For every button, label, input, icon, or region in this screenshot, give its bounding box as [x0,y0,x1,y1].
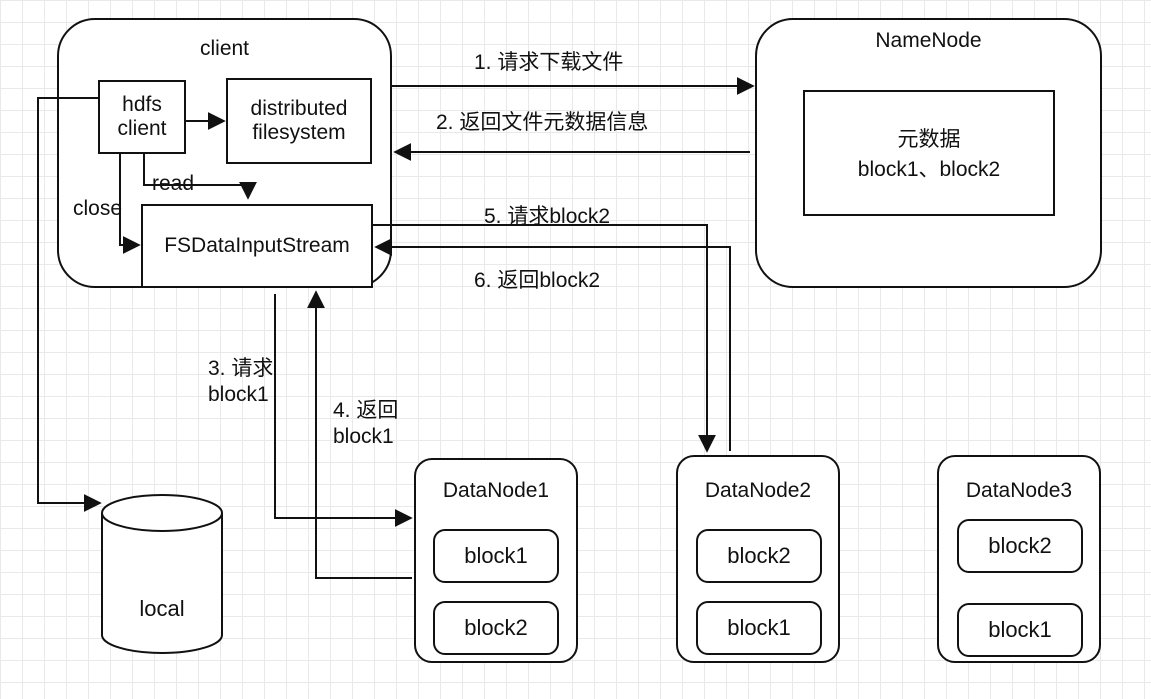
step6-label: 6. 返回block2 [474,269,601,292]
arrow-to-local [37,97,102,512]
local-label: local [139,596,185,621]
hdfs-client-label: hdfs client [117,93,167,140]
distributed-filesystem-box[interactable]: distributed filesystem [226,78,372,164]
datanode2-block-b[interactable]: block1 [696,601,822,655]
step2-label: 2. 返回文件元数据信息 [436,111,649,134]
step4-label: 4. 返回 block1 [333,399,399,449]
datanode2-block-a[interactable]: block2 [696,529,822,583]
datanode1-block-b-label: block2 [464,615,528,640]
datanode1-block-b[interactable]: block2 [433,601,559,655]
arrow-close [119,154,141,254]
fsdatainputstream-box[interactable]: FSDataInputStream [141,204,373,288]
datanode2-block-b-label: block1 [727,615,791,640]
datanode3-block-b[interactable]: block1 [957,603,1083,657]
step5-label: 5. 请求block2 [484,205,611,228]
datanode3-block-a[interactable]: block2 [957,519,1083,573]
arrow-request-block1 [274,294,413,527]
arrow-return-block2 [374,238,731,451]
datanode1-title: DataNode1 [442,479,550,502]
metadata-box[interactable]: 元数据 block1、block2 [803,90,1055,216]
namenode-title: NameNode [875,29,982,52]
datanode3-block-a-label: block2 [988,533,1052,558]
datanode3-block-b-label: block1 [988,617,1052,642]
datanode1-block-a-label: block1 [464,543,528,568]
datanode2-block-a-label: block2 [727,543,791,568]
fsdatainputstream-label: FSDataInputStream [164,234,350,257]
datanode2-title: DataNode2 [704,479,812,502]
hdfs-client-box[interactable]: hdfs client [98,80,186,154]
datanode1-block-a[interactable]: block1 [433,529,559,583]
arrow-read [143,154,257,200]
step1-label: 1. 请求下载文件 [474,51,624,74]
local-cylinder-icon[interactable] [101,494,223,654]
arrow-request-block2 [373,224,716,453]
distributed-filesystem-label: distributed filesystem [250,97,348,144]
client-title: client [199,37,250,60]
datanode3-title: DataNode3 [965,479,1073,502]
metadata-label: 元数据 block1、block2 [857,128,1001,181]
arrow-return-block1 [307,290,412,579]
step3-label: 3. 请求 block1 [208,357,274,407]
close-label: close [71,196,125,223]
